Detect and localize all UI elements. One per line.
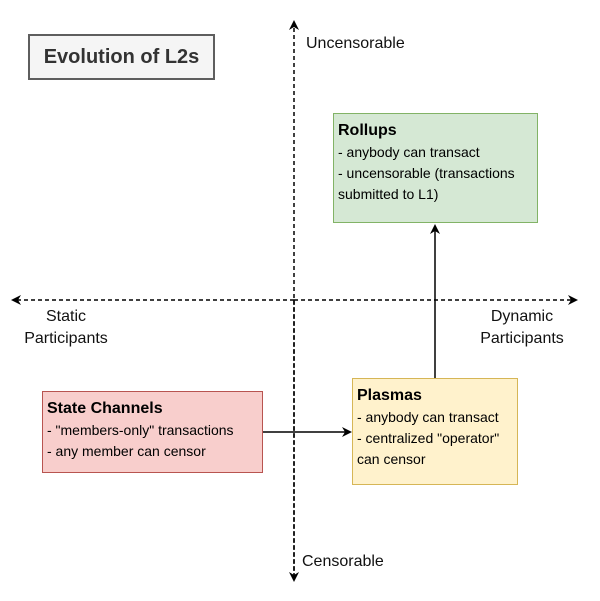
axis-label-top: Uncensorable [306, 35, 405, 52]
axis-label-left-line2: Participants [24, 330, 108, 347]
axis-label-bottom: Censorable [302, 553, 384, 570]
plasmas-line: - centralized "operator" [357, 430, 500, 446]
rollups-title: Rollups [338, 122, 397, 139]
rollups-line: - uncensorable (transactions [338, 165, 515, 181]
state-channels-line: - any member can censor [47, 443, 206, 459]
plasmas-line: can censor [357, 451, 426, 467]
diagram-title: Evolution of L2s [28, 34, 215, 80]
plasmas-box: Plasmas - anybody can transact - central… [352, 378, 518, 485]
rollups-line: submitted to L1) [338, 186, 439, 202]
rollups-box: Rollups - anybody can transact - uncenso… [333, 113, 538, 223]
plasmas-title: Plasmas [357, 387, 422, 404]
state-channels-box: State Channels - "members-only" transact… [42, 391, 263, 473]
state-channels-title: State Channels [47, 400, 163, 417]
axis-label-right-line1: Dynamic [490, 308, 554, 325]
axis-label-left: Static Participants [16, 306, 116, 350]
rollups-line: - anybody can transact [338, 144, 480, 160]
plasmas-line: - anybody can transact [357, 409, 499, 425]
state-channels-line: - "members-only" transactions [47, 422, 234, 438]
axis-label-right: Dynamic Participants [470, 306, 574, 350]
axis-label-right-line2: Participants [480, 330, 564, 347]
axis-label-left-line1: Static [45, 308, 86, 325]
